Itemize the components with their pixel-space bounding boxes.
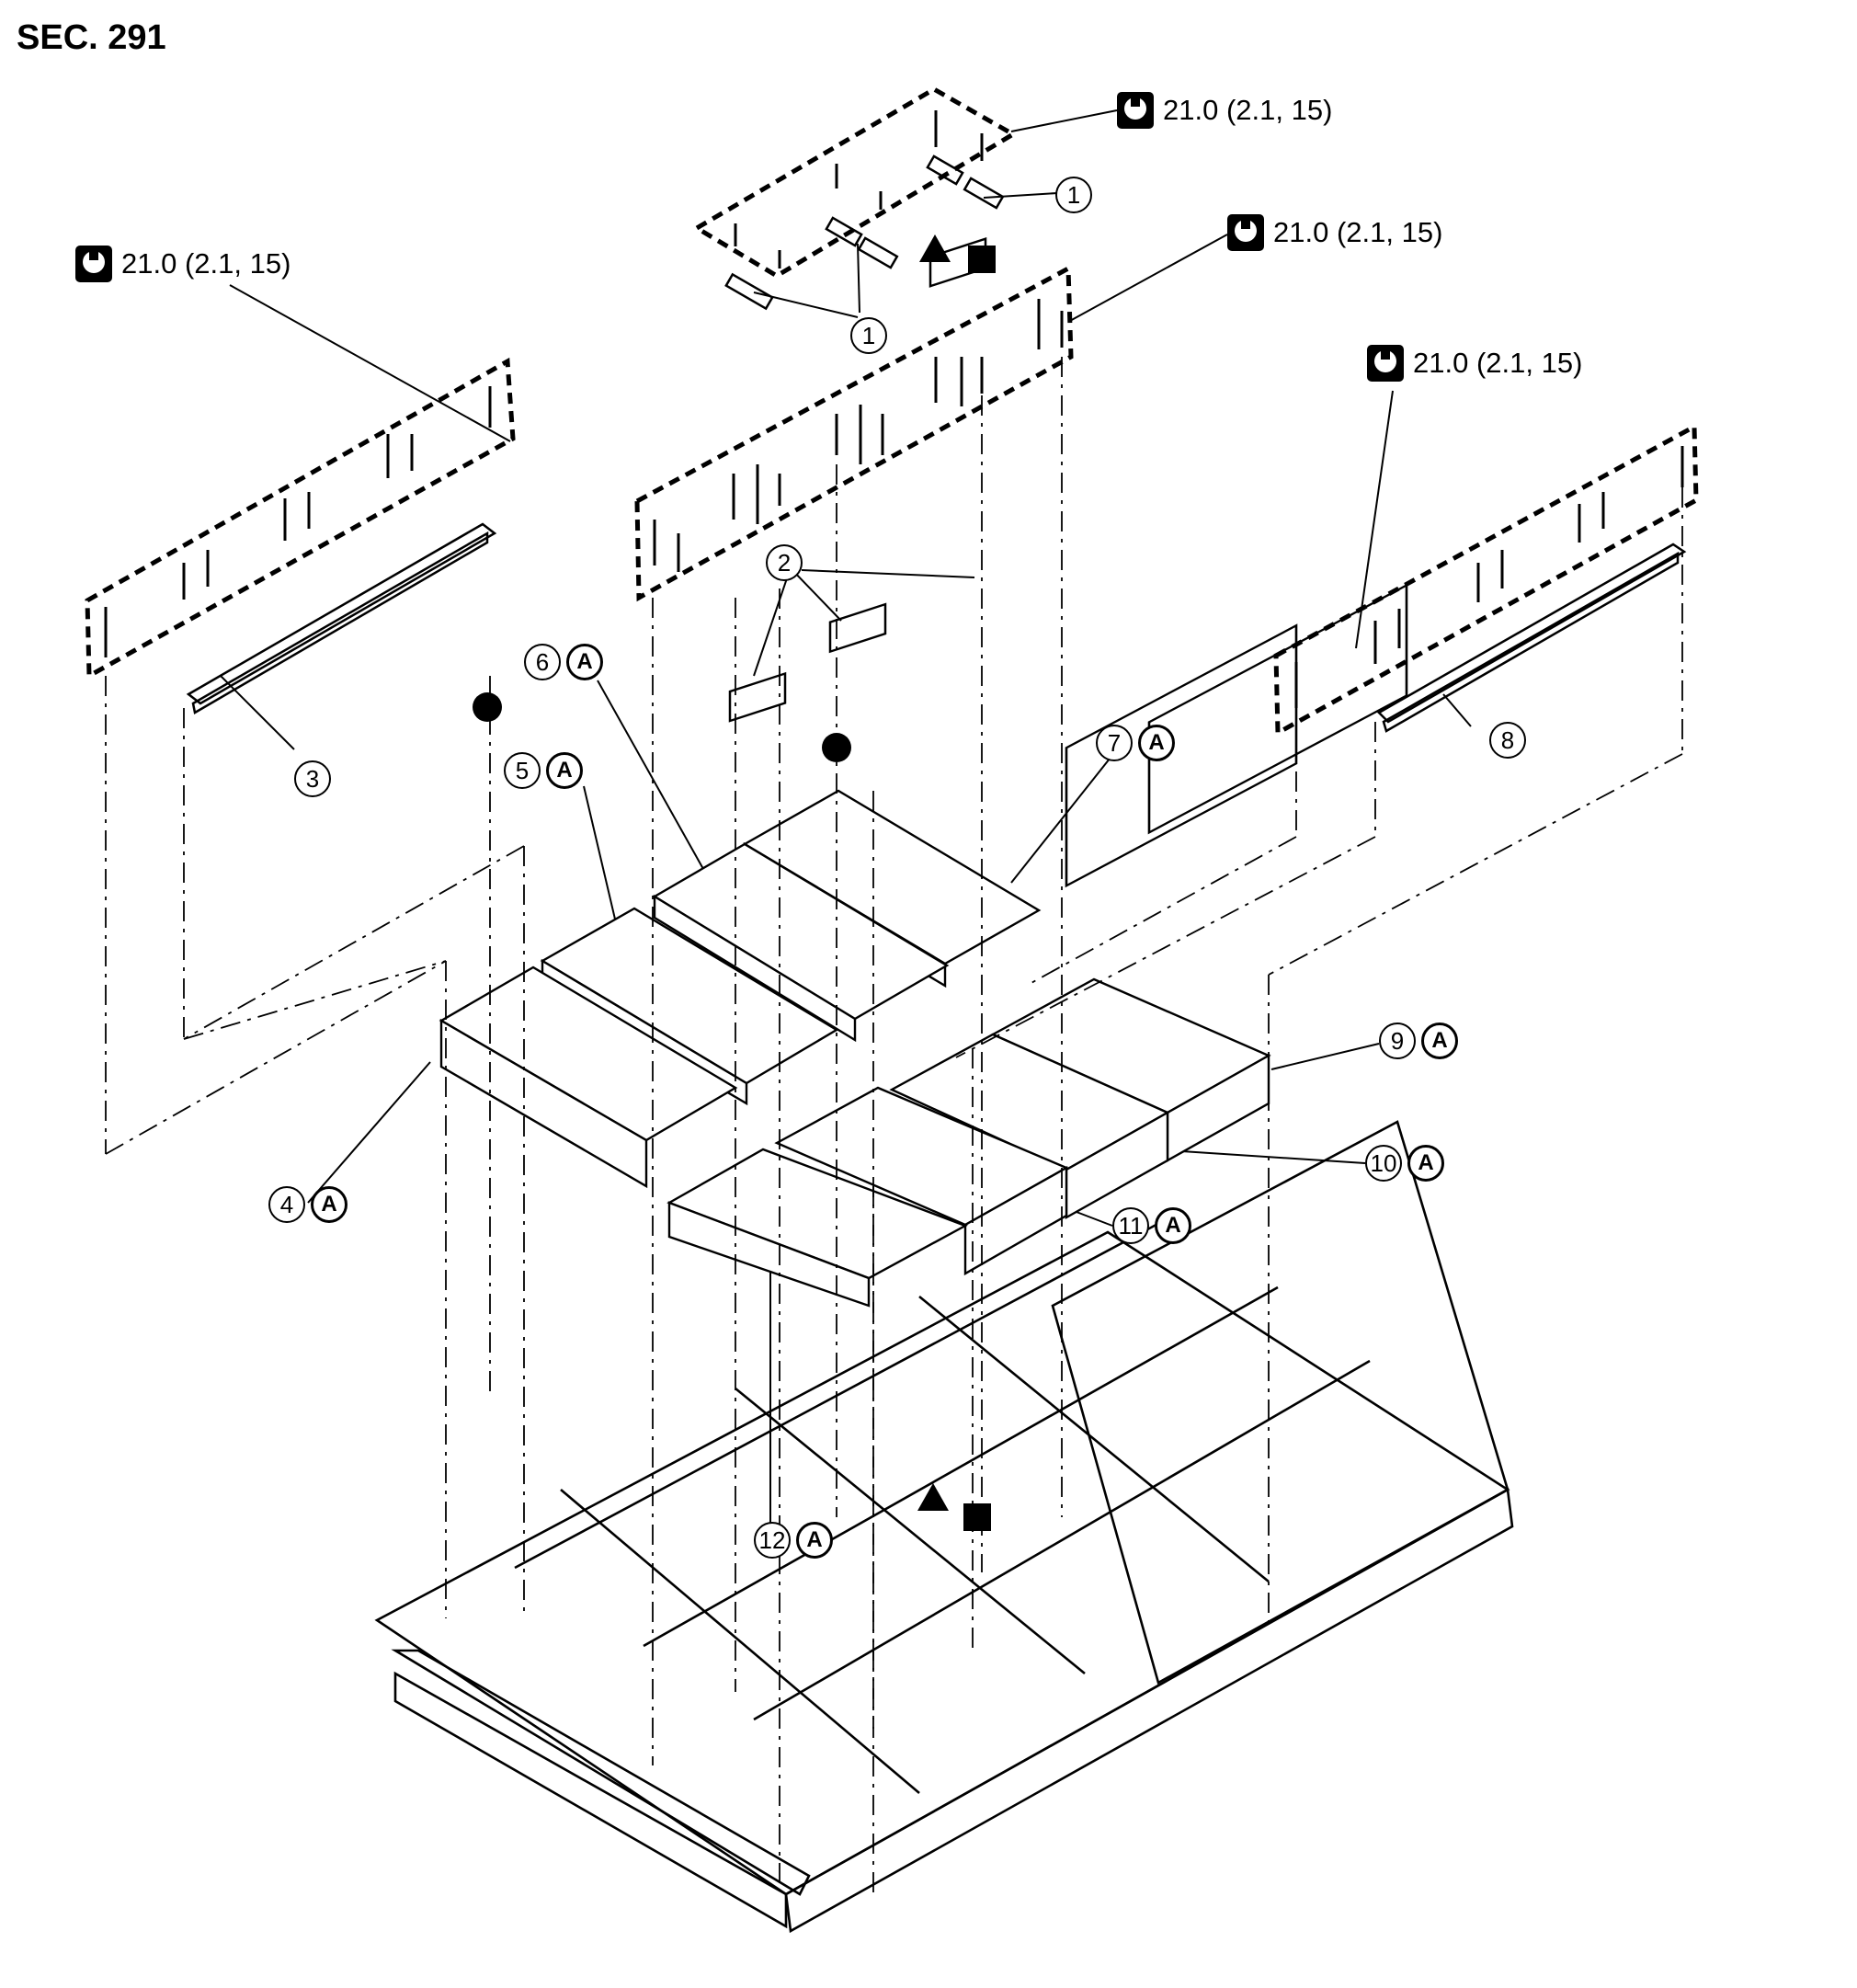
callout-1-top: 1	[1055, 177, 1092, 213]
torque-spec-right: 21.0 (2.1, 15)	[1367, 345, 1582, 382]
alignment-lines	[105, 357, 1683, 1894]
bus-bars	[724, 154, 1005, 311]
callout-6: 6 A	[524, 644, 603, 680]
black-circle-marker	[822, 733, 851, 762]
callout-10: 10 A	[1365, 1145, 1444, 1182]
torque-wrench-icon	[1117, 92, 1154, 129]
black-triangle-marker	[917, 1483, 949, 1511]
callout-4: 4 A	[268, 1186, 347, 1223]
battery-modules	[439, 789, 1271, 1308]
callout-7: 7 A	[1096, 725, 1175, 761]
callout-9: 9 A	[1379, 1023, 1458, 1059]
bolts	[104, 110, 1684, 708]
callout-3: 3	[294, 760, 331, 797]
black-circle-marker	[473, 692, 502, 722]
black-triangle-marker	[919, 234, 951, 262]
black-square-marker	[963, 1503, 991, 1531]
bolt-group-center	[634, 264, 1074, 602]
torque-spec-left: 21.0 (2.1, 15)	[75, 246, 291, 282]
torque-wrench-icon	[1227, 214, 1264, 251]
callout-8: 8	[1489, 722, 1526, 759]
torque-spec-text: 21.0 (2.1, 15)	[1413, 347, 1583, 379]
black-square-marker	[968, 246, 996, 273]
leader-lines	[220, 109, 1472, 1526]
callout-5: 5 A	[504, 752, 583, 789]
callout-1-lower: 1	[850, 317, 887, 354]
torque-wrench-icon	[1367, 345, 1404, 382]
bolt-group-top	[692, 86, 1018, 279]
bolt-group-right	[1273, 422, 1699, 737]
battery-tray	[374, 583, 1514, 1934]
bolt-group-left	[85, 357, 516, 680]
section-title: SEC. 291	[17, 18, 166, 57]
torque-wrench-icon	[75, 246, 112, 282]
brackets	[728, 237, 987, 723]
callout-11: 11 A	[1112, 1207, 1191, 1244]
callout-12: 12 A	[754, 1522, 833, 1559]
torque-spec-text: 21.0 (2.1, 15)	[1273, 216, 1443, 248]
torque-spec-center: 21.0 (2.1, 15)	[1227, 214, 1442, 251]
torque-spec-text: 21.0 (2.1, 15)	[1163, 94, 1333, 126]
torque-spec-text: 21.0 (2.1, 15)	[121, 247, 291, 280]
torque-spec-top: 21.0 (2.1, 15)	[1117, 92, 1332, 129]
rails	[186, 522, 1687, 733]
callout-2: 2	[766, 544, 803, 581]
